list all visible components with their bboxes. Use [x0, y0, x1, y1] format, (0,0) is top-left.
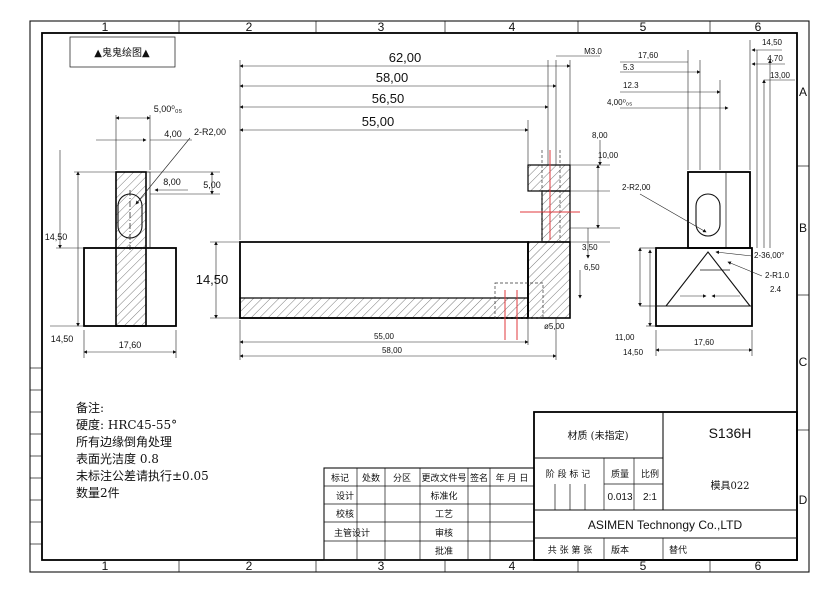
- dim-left-8: 8,00: [163, 177, 181, 187]
- left-side-view: [83, 171, 177, 327]
- dim-right-13: 13,00: [770, 71, 791, 80]
- dim-right-5-3: 5.3: [623, 63, 635, 72]
- rev-header-mark: 标记: [331, 472, 349, 484]
- company-name: ASIMEN Technongy Co.,LTD: [588, 518, 743, 532]
- dim-right-14-5: 14,50: [762, 38, 783, 47]
- stage-mark-label: 阶 段 标 记: [546, 468, 591, 480]
- right-side-view: [655, 171, 753, 327]
- col-label-top-6: 6: [755, 20, 762, 34]
- rev-header-count: 处数: [362, 472, 380, 484]
- dim-top-58: 58,00: [376, 70, 409, 85]
- dim-10: 10,00: [598, 151, 619, 160]
- rev-header-doc: 更改文件号: [421, 472, 466, 484]
- dim-right-r2: 2-R2,00: [622, 183, 651, 192]
- dim-m3: M3.0: [584, 47, 602, 56]
- notes-line-3: 表面光洁度 0.8: [76, 451, 159, 466]
- dim-left-r2: 2-R2,00: [194, 127, 226, 137]
- rev-header-sign: 签名: [470, 472, 488, 484]
- dim-right-4-tol: 4,00⁰₀₅: [607, 98, 632, 107]
- dim-top-55: 55,00: [362, 114, 395, 129]
- notes-line-4: 未标注公差请执行±0.05: [76, 468, 209, 483]
- dim-left-14-5b: 14,50: [51, 334, 74, 344]
- label-chief: 主管设计: [334, 527, 370, 539]
- dim-3-5: 3,50: [582, 243, 598, 252]
- col-label-bottom-4: 4: [509, 559, 516, 573]
- col-label-bottom-6: 6: [755, 559, 762, 573]
- dim-left-5: 5,00: [203, 180, 221, 190]
- dim-right-4-7: 4,70: [767, 54, 783, 63]
- col-label-bottom-5: 5: [640, 559, 647, 573]
- row-label-a: A: [799, 85, 807, 99]
- label-check: 校核: [336, 508, 354, 520]
- label-review: 审核: [435, 527, 453, 539]
- dim-right-11: 11,00: [615, 333, 635, 342]
- dim-phi5: ø5,00: [544, 322, 565, 331]
- dim-right-2-4: 2.4: [770, 285, 782, 294]
- row-label-c: C: [799, 355, 808, 369]
- rev-header-date: 年 月 日: [496, 472, 529, 484]
- material-label: 材质 (未指定): [568, 429, 629, 442]
- col-label-top-3: 3: [378, 20, 385, 34]
- dim-right-17-6: 17,60: [638, 51, 659, 60]
- dim-bottom-55: 55,00: [374, 332, 395, 341]
- main-front-view: [239, 150, 580, 340]
- dim-left-14-5: 14,50: [45, 232, 68, 242]
- label-process: 工艺: [435, 509, 453, 520]
- col-label-bottom-2: 2: [246, 559, 253, 573]
- row-label-d: D: [799, 493, 808, 507]
- stamp-box: ▲鬼鬼绘图▲: [69, 36, 176, 68]
- revision-table: 标记 处数 分区 更改文件号 签名 年 月 日 设计 标准化 校核 工艺 主管设…: [323, 467, 535, 561]
- sheet-count: 共 张 第 张: [548, 544, 593, 556]
- dim-bottom-58: 58,00: [382, 346, 403, 355]
- dim-right-12-3: 12.3: [623, 81, 639, 90]
- notes-line-5: 数量2件: [76, 485, 120, 500]
- label-approve: 批准: [435, 545, 453, 557]
- notes-title: 备注:: [76, 400, 104, 415]
- dim-right-14-5b: 14,50: [623, 348, 644, 357]
- dim-right-r1: 2-R1.0: [765, 271, 790, 280]
- dim-top-62: 62,00: [389, 50, 422, 65]
- stamp-label: ▲鬼鬼绘图▲: [94, 46, 150, 59]
- col-label-bottom-1: 1: [102, 559, 109, 573]
- col-label-bottom-3: 3: [378, 559, 385, 573]
- notes-line-2: 所有边缘倒角处理: [76, 435, 172, 449]
- border-column-labels: 1 2 3 4 5 6 1 2 3 4 5 6 A B C D: [102, 20, 808, 573]
- col-label-top-4: 4: [509, 20, 516, 34]
- col-label-top-2: 2: [246, 20, 253, 34]
- dim-8: 8,00: [592, 131, 608, 140]
- weight-value: 0.013: [607, 492, 632, 503]
- right-view-dimensions: 17,60 5.3 12.3 4,00⁰₀₅ 14,50 4,70 13,00 …: [607, 38, 795, 357]
- dim-right-17-6b: 17,60: [694, 338, 715, 347]
- scale-value: 2:1: [643, 492, 657, 503]
- version-label: 版本: [611, 544, 629, 556]
- replace-label: 替代: [669, 544, 687, 556]
- dim-left-4: 4,00: [164, 129, 182, 139]
- drawing-name: 模具022: [710, 480, 749, 492]
- col-label-top-5: 5: [640, 20, 647, 34]
- notes-block: 备注: 硬度: HRC45-55° 所有边缘倒角处理 表面光洁度 0.8 未标注…: [76, 400, 209, 500]
- label-design: 设计: [336, 490, 354, 502]
- scale-label: 比例: [641, 468, 659, 480]
- dim-6-5: 6,50: [584, 263, 600, 272]
- dim-left-17-6: 17,60: [119, 340, 142, 350]
- weight-label: 质量: [611, 468, 629, 480]
- dim-height-14-5: 14,50: [196, 272, 229, 287]
- col-label-top-1: 1: [102, 20, 109, 34]
- dim-right-36: 2-36,00°: [754, 251, 784, 260]
- label-standardize: 标准化: [430, 490, 457, 502]
- notes-line-1: 硬度: HRC45-55°: [76, 417, 177, 432]
- row-label-b: B: [799, 221, 807, 235]
- drawing-border: [29, 20, 810, 573]
- dim-top-56-5: 56,50: [372, 91, 405, 106]
- part-number: S136H: [709, 425, 752, 441]
- title-block: 材质 (未指定) S136H 阶 段 标 记 质量 比例 0.013 2:1 模…: [533, 411, 798, 561]
- main-view-dimensions: 62,00 58,00 56,50 55,00 M3.0 8,00 10,00 …: [196, 47, 620, 360]
- rev-header-zone: 分区: [393, 473, 411, 484]
- left-view-dimensions: 5,00⁰₀₅ 4,00 2-R2,00 8,00 5,00 14,50 14,…: [45, 104, 226, 358]
- dim-left-5-tol: 5,00⁰₀₅: [154, 104, 183, 114]
